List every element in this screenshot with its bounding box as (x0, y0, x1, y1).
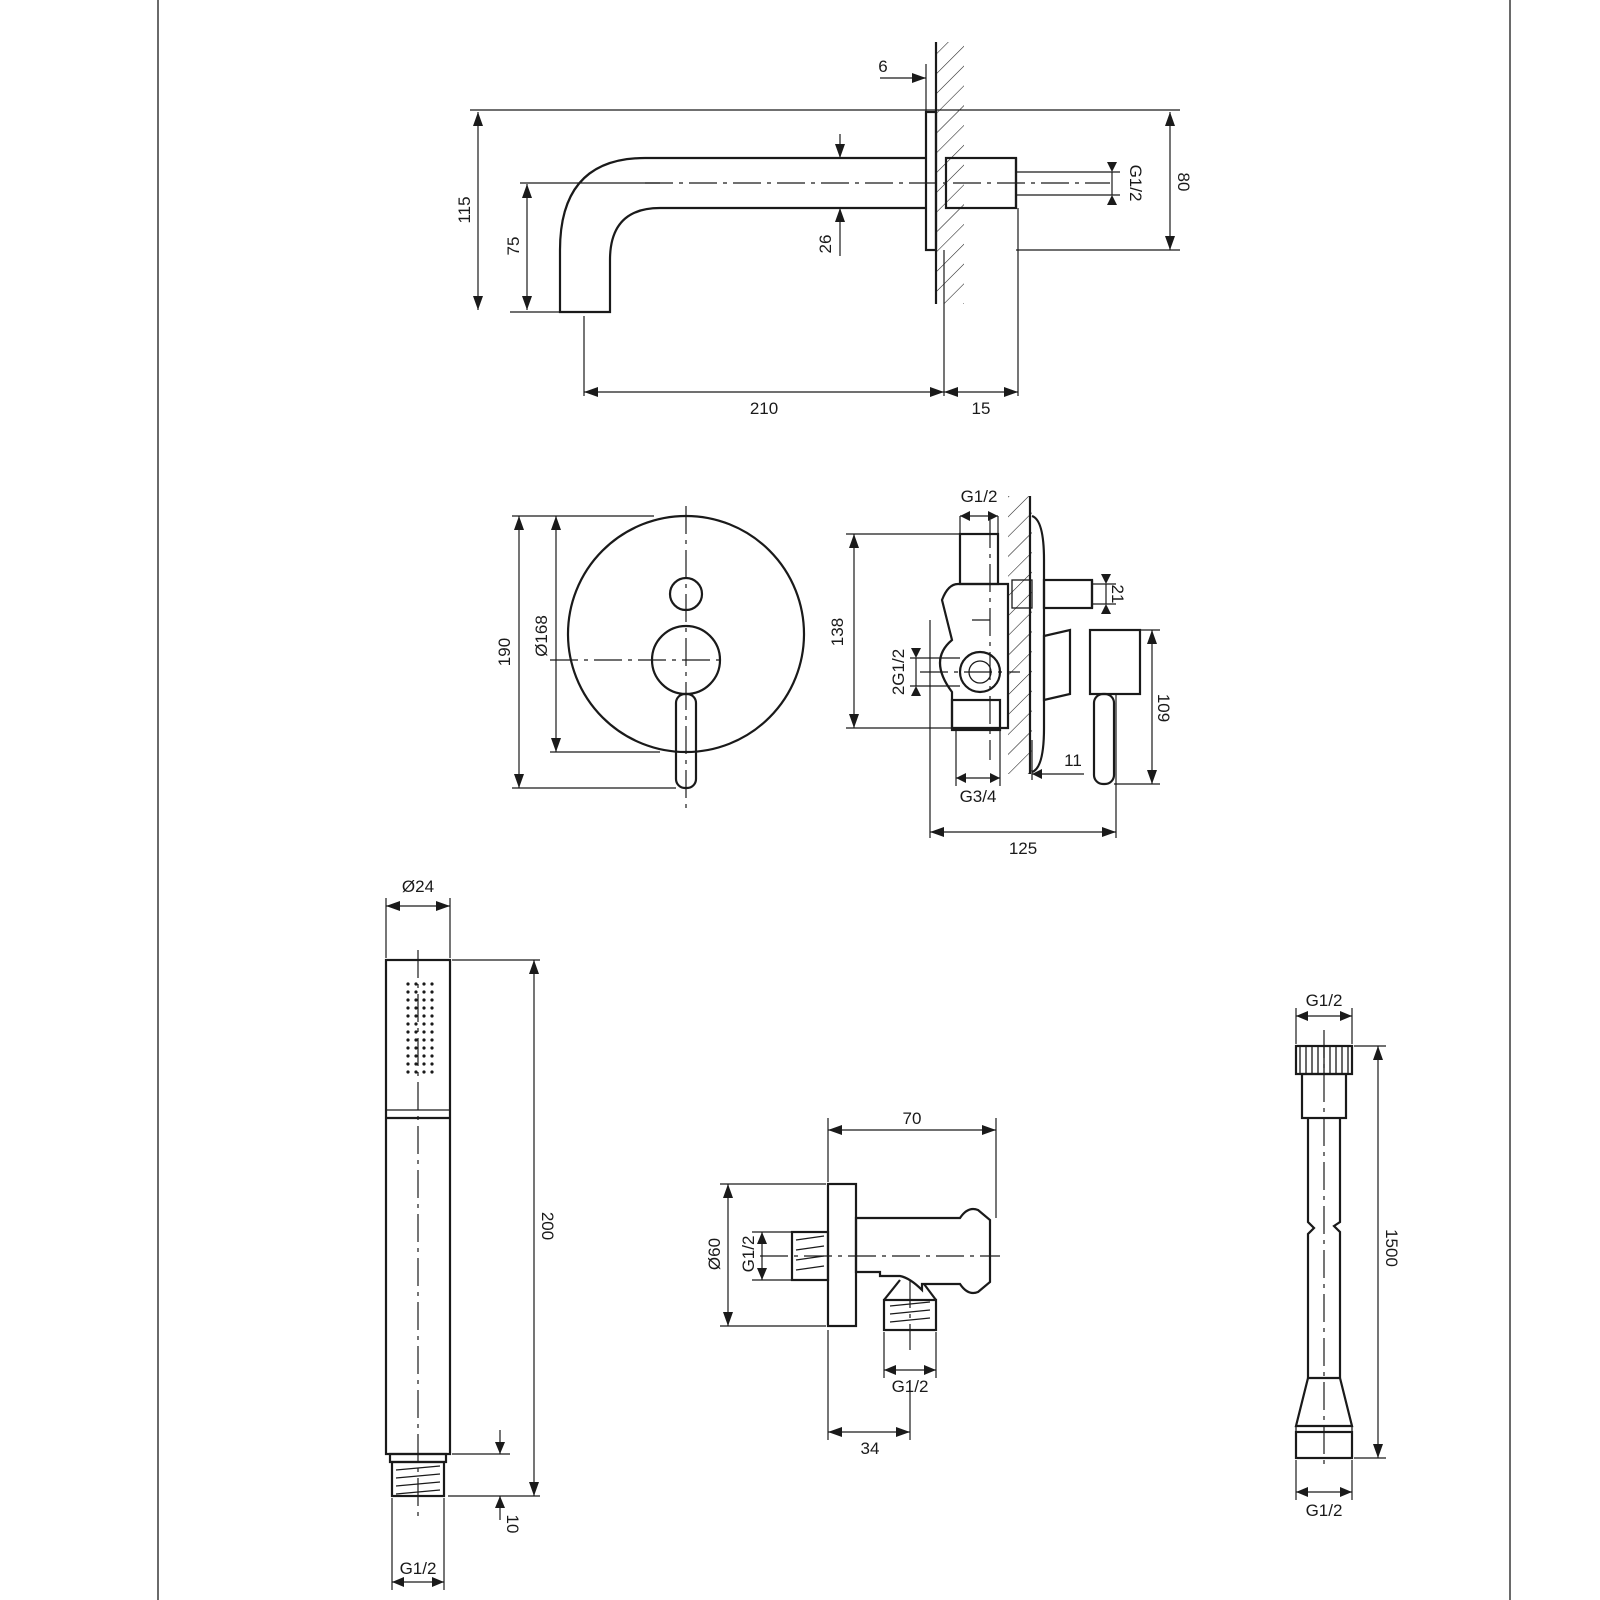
mixer-plate-diameter-label: Ø168 (532, 615, 551, 657)
mixer-total-depth-label: 125 (1009, 839, 1037, 858)
mixer-pin-size-label: 21 (1108, 585, 1127, 604)
spout-height-total-label: 115 (455, 196, 474, 223)
hand-shower-thread-label: G1/2 (400, 1559, 437, 1578)
mixer-side-drawing (846, 496, 1160, 838)
hose-drawing (1294, 1008, 1386, 1500)
spout-wall-depth-label: 15 (972, 399, 991, 418)
spout-flange-height-label: 80 (1174, 173, 1193, 192)
hand-shower-thread-length-label: 10 (503, 1515, 522, 1534)
wall-outlet-drawing (720, 1118, 1000, 1440)
mixer-plate-height-label: 190 (495, 638, 514, 666)
spout-wall-offset-label: 6 (878, 57, 887, 76)
hand-shower-diameter-label: Ø24 (402, 877, 434, 896)
outlet-offset-label: 34 (861, 1439, 880, 1458)
mixer-front-drawing (512, 506, 806, 810)
outlet-inlet-thread-label: G1/2 (739, 1236, 758, 1273)
spout-projection-label: 210 (750, 399, 778, 418)
mixer-lever-height-label: 109 (1154, 694, 1173, 722)
hand-shower-length-label: 200 (538, 1212, 557, 1240)
outlet-outlet-thread-label: G1/2 (892, 1377, 929, 1396)
mixer-body-height-label: 138 (828, 618, 847, 646)
mixer-inlet-outlet-thread-label: 2G1/2 (889, 649, 908, 695)
spray-nozzle-dots (406, 982, 434, 1074)
outlet-length-label: 70 (903, 1109, 922, 1128)
mixer-top-thread-label: G1/2 (961, 487, 998, 506)
hose-length-label: 1500 (1382, 1229, 1401, 1267)
hose-top-thread-label: G1/2 (1306, 991, 1343, 1010)
spout-thread-label: G1/2 (1126, 165, 1145, 202)
spout-drawing (470, 42, 1180, 397)
spout-outlet-height-label: 75 (504, 237, 523, 256)
hand-shower-drawing (384, 898, 540, 1590)
outlet-plate-diameter-label: Ø60 (705, 1238, 724, 1270)
mixer-bottom-thread-label: G3/4 (960, 787, 997, 806)
spout-pipe-diameter-label: 26 (816, 235, 835, 254)
hose-bottom-thread-label: G1/2 (1306, 1501, 1343, 1520)
mixer-plate-offset-label: 11 (1064, 751, 1082, 770)
